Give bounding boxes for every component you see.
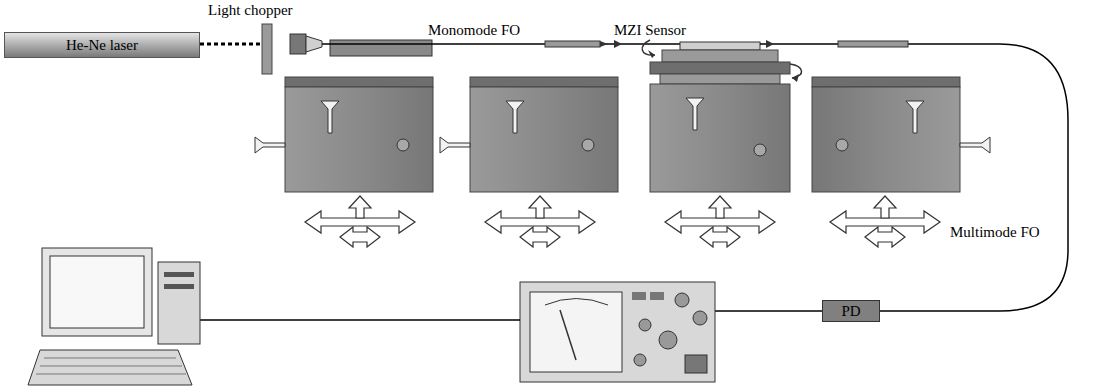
photodetector-box: PD: [822, 300, 880, 322]
fiber-label: Multimode FO: [948, 224, 1042, 241]
chopper-label: Light chopper: [206, 2, 295, 19]
fiber-label: Monomode FO: [426, 22, 522, 39]
laser-box: He-Ne laser: [4, 32, 200, 58]
node-text: PD: [841, 303, 860, 320]
node-text: He-Ne laser: [66, 37, 138, 54]
sensor-label: MZI Sensor: [612, 22, 688, 39]
